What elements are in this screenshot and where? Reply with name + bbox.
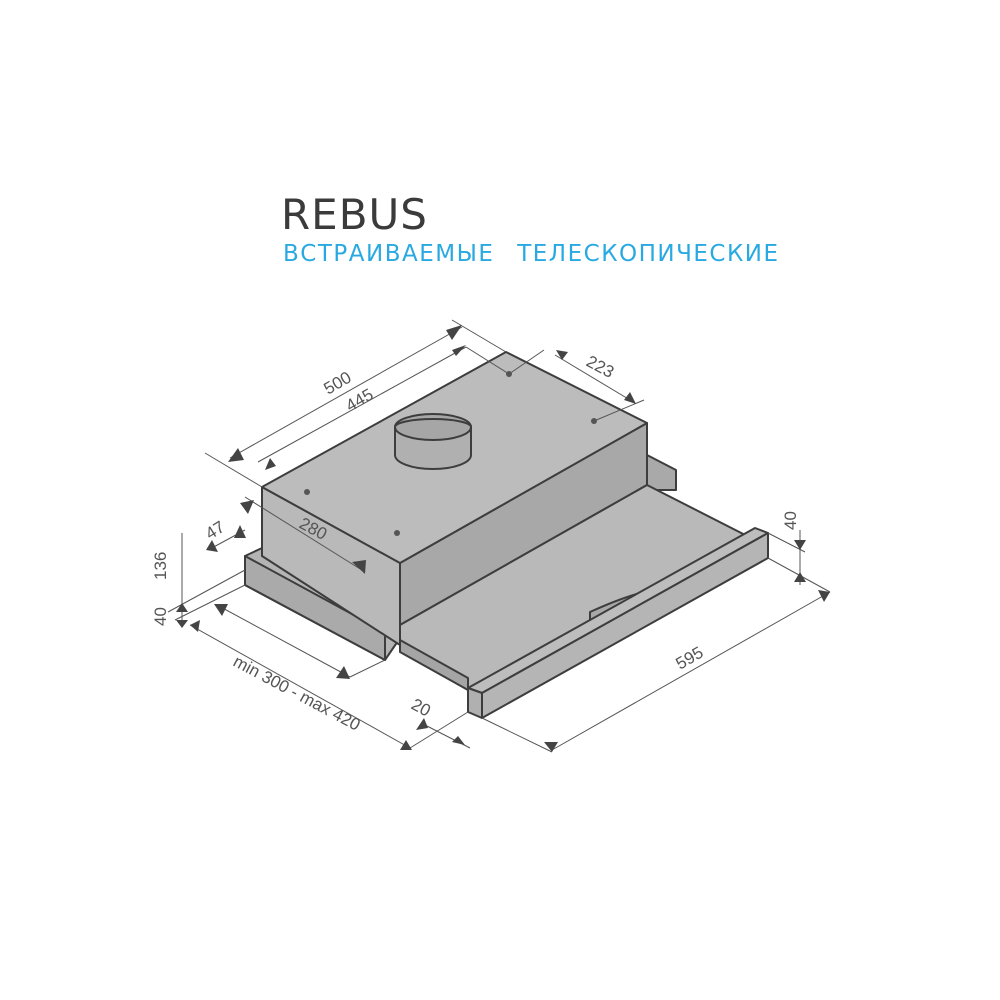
rear-rail xyxy=(646,454,677,491)
dim-height-base: 40 xyxy=(151,607,170,626)
duct-outlet xyxy=(394,413,472,470)
mount-hole xyxy=(394,530,400,536)
telescopic-drawer xyxy=(399,484,769,719)
mount-hole xyxy=(304,489,310,495)
hood-body xyxy=(244,351,677,661)
dimension-lines xyxy=(167,319,831,753)
dim-height-front-panel: 40 xyxy=(781,511,800,530)
front-panel-side xyxy=(467,687,483,719)
dim-depth-body: 445 xyxy=(343,385,377,416)
product-title: REBUS xyxy=(281,190,428,239)
dim-extension-range: min 300 - max 420 xyxy=(230,652,363,735)
dimension-arrows xyxy=(176,325,830,752)
dim-hole-spacing: 223 xyxy=(583,352,617,382)
dim-height-body: 136 xyxy=(151,552,170,580)
dim-front-panel-thickness: 20 xyxy=(408,695,434,721)
product-subtitle: ВСТРАИВАЕМЫЕ ТЕЛЕСКОПИЧЕСКИЕ xyxy=(283,241,780,267)
dim-width-total: 595 xyxy=(673,643,707,674)
dim-offset-front: 47 xyxy=(202,517,228,543)
